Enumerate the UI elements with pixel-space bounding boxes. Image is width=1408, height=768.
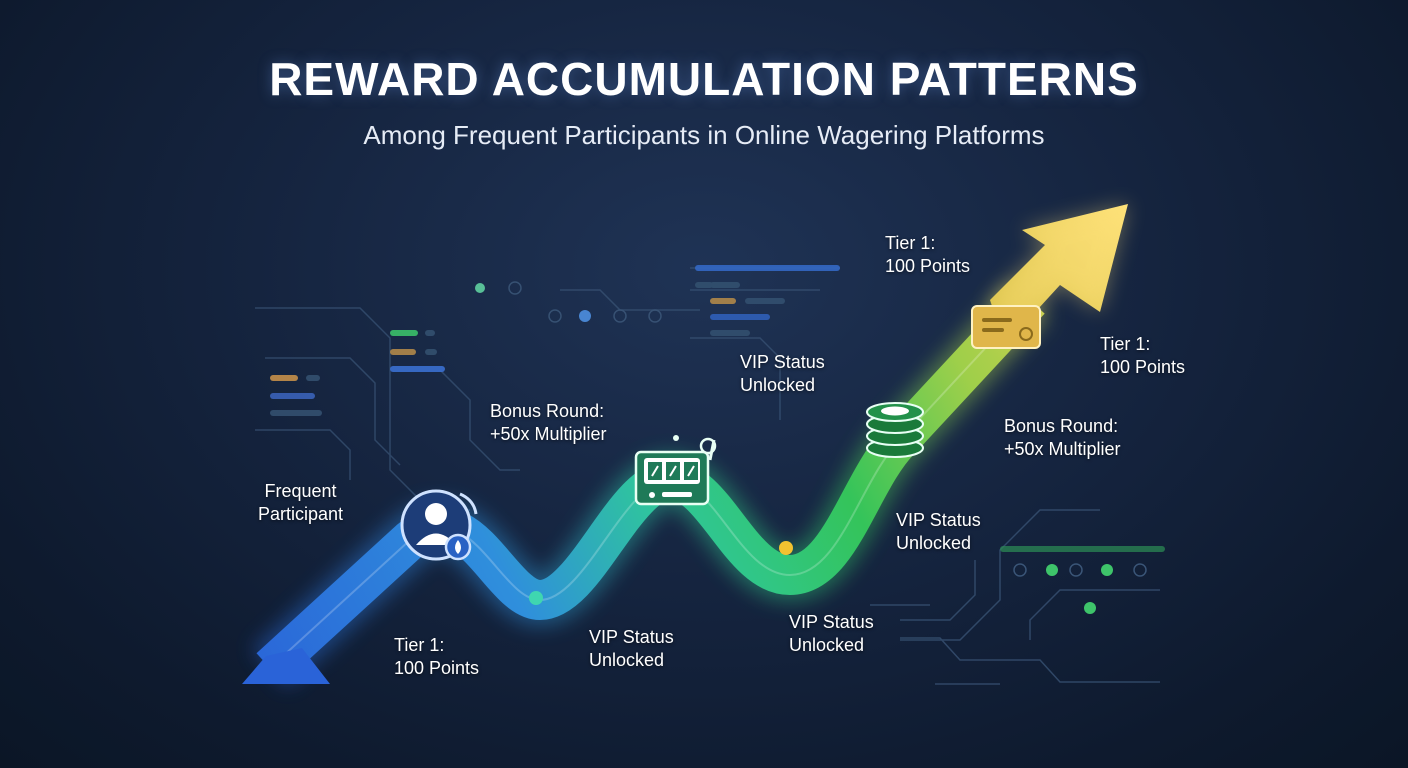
milestone-dot [779,541,793,555]
label-vip-mid-top: VIP Status Unlocked [740,351,825,397]
label-frequent-participant: Frequent Participant [258,480,343,526]
label-line: Frequent [264,481,337,501]
label-bonus-round-left: Bonus Round: +50x Multiplier [490,400,607,446]
label-line: Unlocked [896,533,972,553]
page-subtitle: Among Frequent Participants in Online Wa… [363,120,1045,150]
label-bonus-round-right: Bonus Round: +50x Multiplier [1004,415,1121,461]
label-line: Unlocked [740,375,816,395]
user-avatar-icon [400,489,478,561]
label-line: Bonus Round: [490,401,605,421]
data-bars-right [1000,546,1165,614]
label-tier1-top: Tier 1: 100 Points [885,232,970,278]
reward-card-icon [971,305,1041,349]
label-line: VIP Status [896,510,981,530]
path-tail [242,648,330,684]
label-line: 100 Points [394,658,480,678]
label-line: Tier 1: [885,233,936,253]
label-line: Tier 1: [394,635,445,655]
poker-chip-stack-icon [866,402,924,458]
label-line: VIP Status [589,627,674,647]
label-line: VIP Status [740,352,825,372]
label-line: 100 Points [1100,357,1186,377]
label-line: VIP Status [789,612,874,632]
label-line: Participant [258,504,344,524]
milestone-dot [529,591,543,605]
circuit-decoration-right [870,509,1160,685]
label-vip-right: VIP Status Unlocked [896,509,981,555]
label-line: Unlocked [589,650,665,670]
page-title: REWARD ACCUMULATION PATTERNS [269,53,1139,105]
slot-machine-icon [634,435,717,506]
label-line: +50x Multiplier [490,424,607,444]
label-line: Bonus Round: [1004,416,1119,436]
label-tier1-bottom: Tier 1: 100 Points [394,634,479,680]
label-line: Unlocked [789,635,865,655]
label-vip-bottom-left: VIP Status Unlocked [589,626,674,672]
label-line: 100 Points [885,256,971,276]
label-vip-bottom-mid: VIP Status Unlocked [789,611,874,657]
label-line: +50x Multiplier [1004,439,1121,459]
label-line: Tier 1: [1100,334,1151,354]
data-bars-left [270,265,840,416]
label-tier1-right: Tier 1: 100 Points [1100,333,1185,379]
